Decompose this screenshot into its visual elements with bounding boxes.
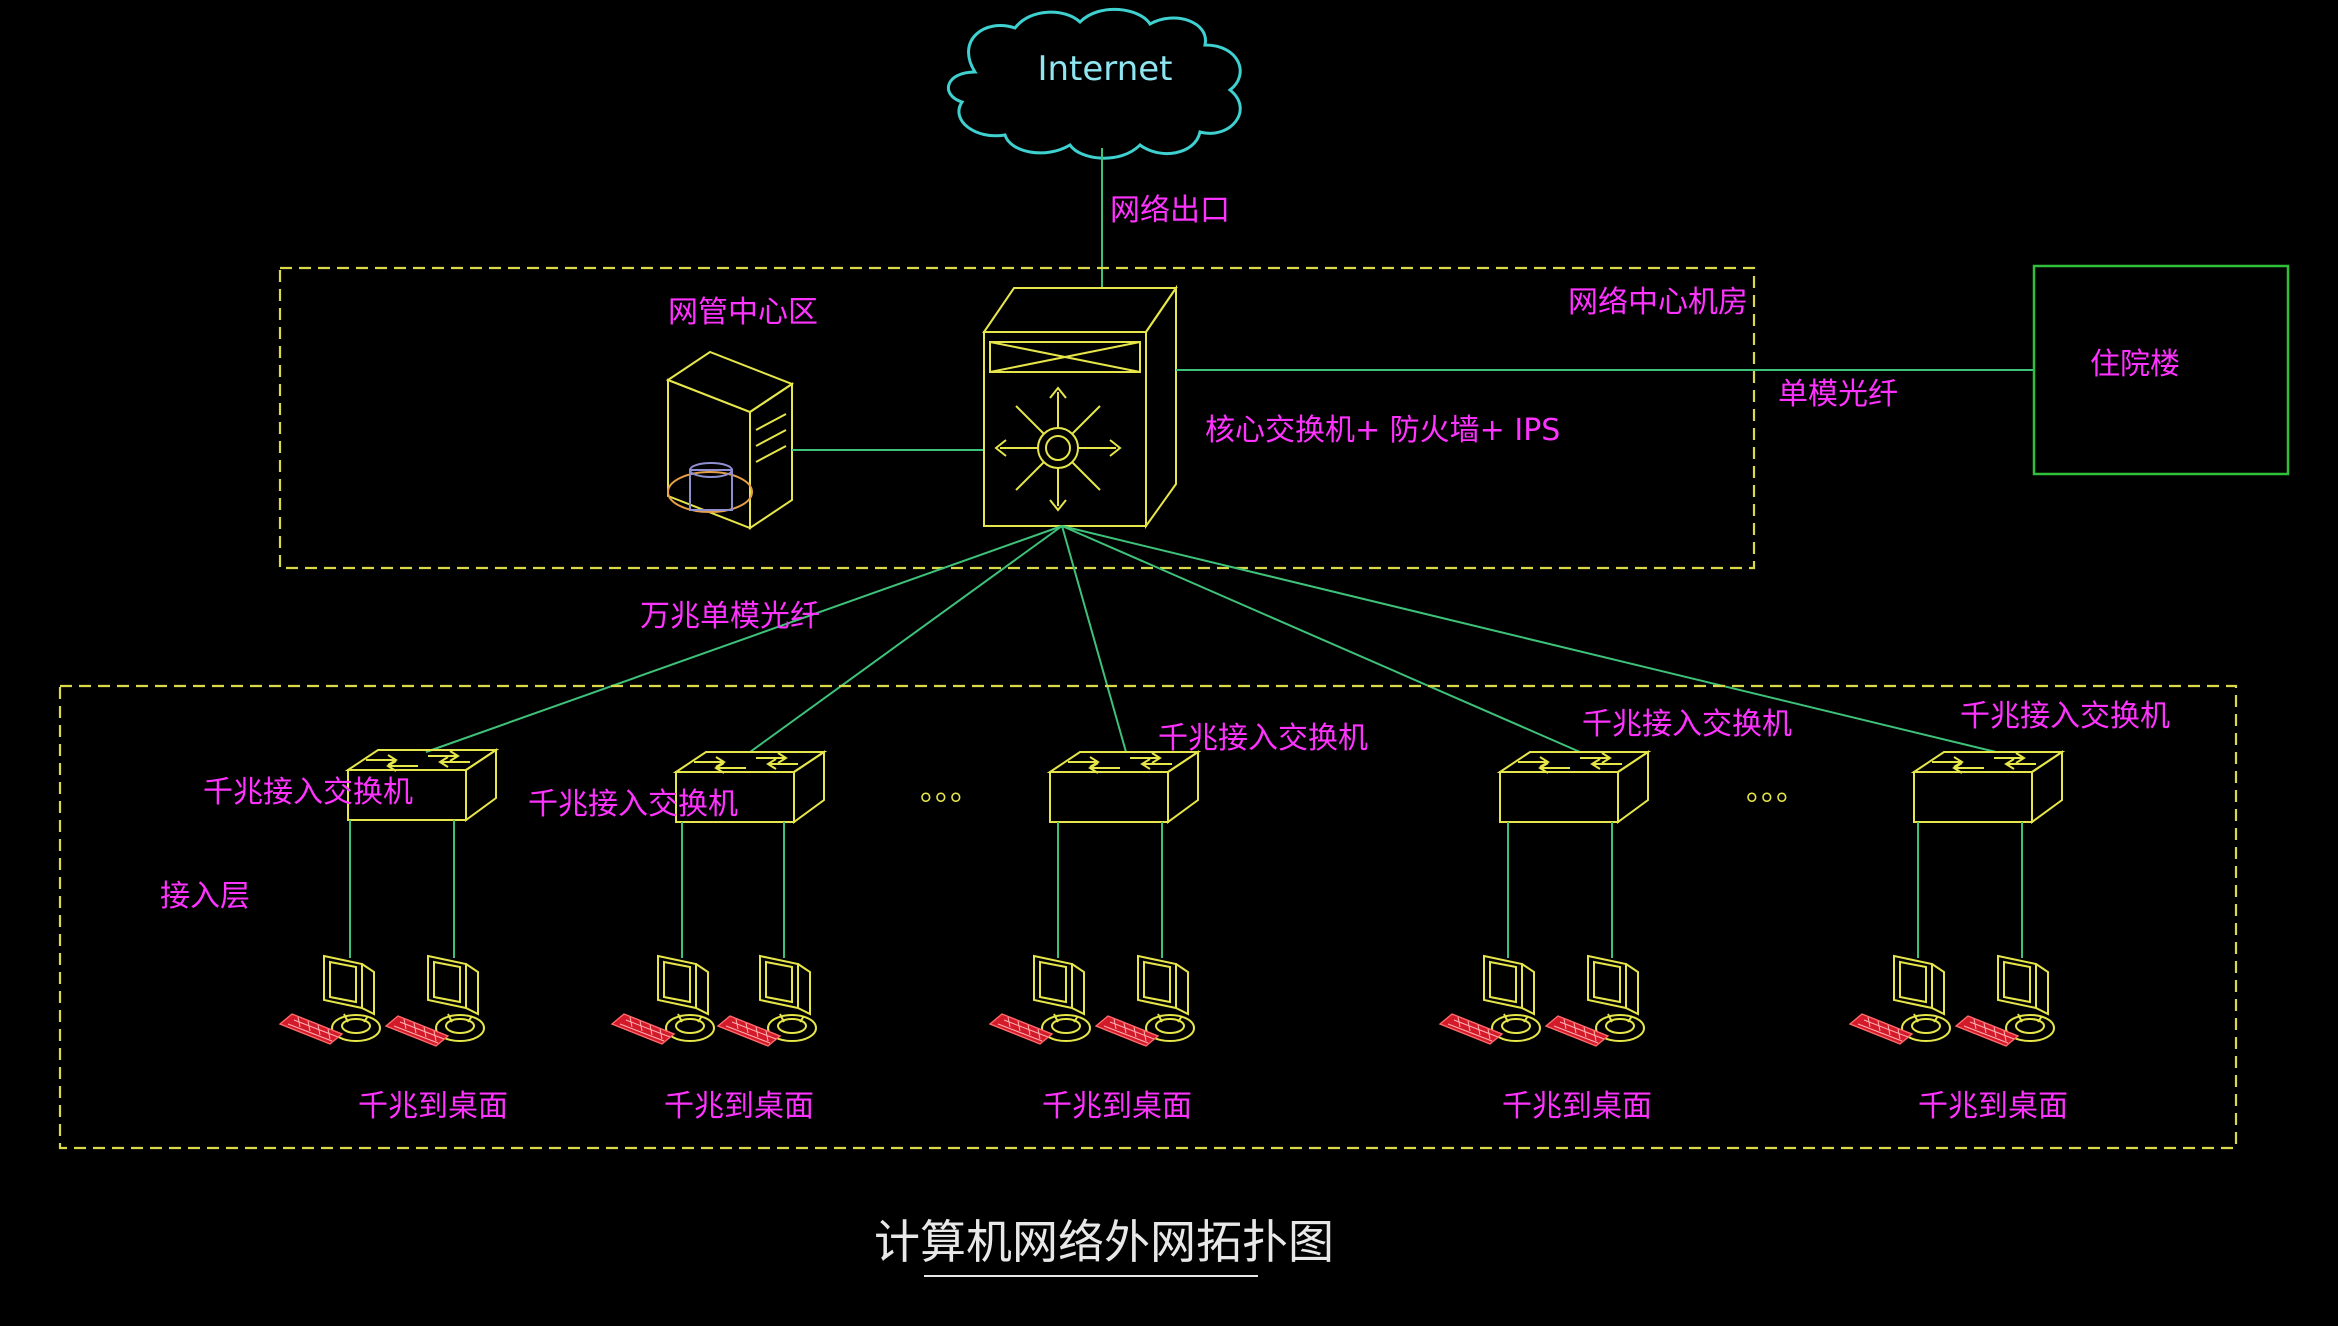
pc-icon <box>1033 955 1091 1042</box>
desktop-label-1: 千兆到桌面 <box>358 1089 508 1124</box>
access-group-4: 千兆接入交换机 千兆到桌面 <box>1439 707 1792 1124</box>
keyboard-icon <box>611 1013 675 1045</box>
pc-icon <box>1137 955 1195 1042</box>
inpatient-building-box <box>2032 264 2290 476</box>
ellipsis-2: 。。。 <box>1746 773 1806 808</box>
uplink-wire-1 <box>425 525 1063 753</box>
access-switch-icon-3 <box>1049 751 1199 823</box>
diagram-title: 计算机网络外网拓扑图 <box>874 1215 1334 1269</box>
keyboard-icon <box>385 1015 449 1047</box>
pc-icon <box>427 955 485 1042</box>
tengig-fiber-label: 万兆单模光纤 <box>640 599 820 634</box>
desktop-label-2: 千兆到桌面 <box>664 1089 814 1124</box>
access-switch-icon-4 <box>1499 751 1649 823</box>
keyboard-icon <box>1955 1015 2019 1047</box>
access-switch-label-5: 千兆接入交换机 <box>1960 699 2170 734</box>
desktop-label-5: 千兆到桌面 <box>1918 1089 2068 1124</box>
pc-icon <box>1893 955 1951 1042</box>
uplink-wire-3 <box>1061 525 1127 753</box>
pc-icon <box>759 955 817 1042</box>
access-layer-frame <box>58 684 2238 1150</box>
access-group-1: 千兆接入交换机 千兆到桌面 <box>203 749 508 1124</box>
access-layer-label: 接入层 <box>160 879 250 914</box>
access-switch-label-4: 千兆接入交换机 <box>1582 707 1792 742</box>
access-group-3: 千兆接入交换机 千兆到桌面 <box>989 721 1368 1124</box>
pc-icon <box>1483 955 1541 1042</box>
internet-cloud-icon: Internet <box>946 7 1242 160</box>
core-switch-label: 核心交换机+ 防火墙+ IPS <box>1205 413 1560 448</box>
pc-icon <box>657 955 715 1042</box>
keyboard-icon <box>717 1015 781 1047</box>
desktop-label-3: 千兆到桌面 <box>1042 1089 1192 1124</box>
access-switch-label-3: 千兆接入交换机 <box>1158 721 1368 756</box>
pc-icon <box>1587 955 1645 1042</box>
access-switch-label-1: 千兆接入交换机 <box>203 775 413 810</box>
datacenter-zone-frame <box>278 266 1756 570</box>
ellipsis-1: 。。。 <box>920 773 980 808</box>
inpatient-building-label: 住院楼 <box>2090 347 2180 382</box>
access-group-5: 千兆接入交换机 千兆到桌面 <box>1849 699 2170 1124</box>
core-switch-icon <box>982 284 1178 530</box>
single-mode-fiber-label: 单模光纤 <box>1778 377 1898 412</box>
datacenter-label: 网络中心机房 <box>1568 285 1748 320</box>
pc-icon <box>1997 955 2055 1042</box>
internet-label: Internet <box>1037 49 1172 89</box>
access-group-2: 千兆接入交换机 千兆到桌面 <box>528 751 825 1124</box>
keyboard-icon <box>1095 1015 1159 1047</box>
pc-icon <box>323 955 381 1042</box>
nms-area-label: 网管中心区 <box>668 295 818 330</box>
desktop-label-4: 千兆到桌面 <box>1502 1089 1652 1124</box>
access-switch-label-2: 千兆接入交换机 <box>528 787 738 822</box>
uplink-wire-2 <box>749 525 1063 753</box>
uplink-wire-4 <box>1061 525 1581 753</box>
network-exit-label: 网络出口 <box>1110 193 1230 228</box>
keyboard-icon <box>1545 1015 1609 1047</box>
uplink-wire-5 <box>1061 525 1997 753</box>
server-icon <box>665 350 795 530</box>
access-switch-icon-5 <box>1913 751 2063 823</box>
